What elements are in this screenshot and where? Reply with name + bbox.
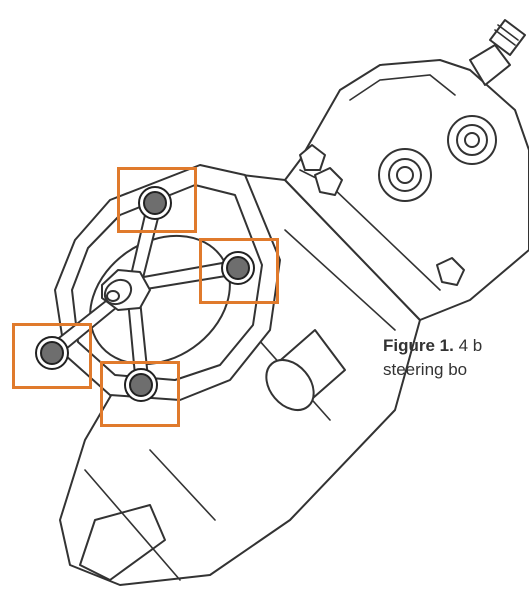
- housing-bolt-top: [299, 144, 326, 171]
- body-contour-4: [84, 469, 181, 581]
- caption-text-1: 4 b: [458, 336, 483, 355]
- adjuster-stud-tip: [106, 290, 120, 302]
- cover-bolt-top: [138, 186, 172, 220]
- caption-line-1: Figure 1. 4 b: [383, 334, 529, 358]
- port-ring-right-core: [464, 132, 480, 148]
- port-ring-left-core: [396, 166, 414, 184]
- cover-bolt-bottom: [124, 368, 158, 402]
- caption-label: Figure 1.: [383, 336, 454, 355]
- body-contour-1: [284, 229, 396, 331]
- cover-bolt-right: [221, 251, 255, 285]
- bolt-highlight-top: [117, 167, 197, 233]
- figure-caption: Figure 1. 4 b steering bo: [383, 334, 529, 382]
- housing-bolt-right: [436, 257, 465, 286]
- bolt-highlight-left: [12, 323, 92, 389]
- bolt-highlight-right: [199, 238, 279, 304]
- cover-bolt-left: [35, 336, 69, 370]
- mounting-tab: [79, 504, 166, 581]
- caption-line-2: steering bo: [383, 360, 468, 379]
- body-contour-3: [149, 449, 216, 521]
- upper-fitting-thread: [494, 24, 519, 46]
- bolt-highlight-bottom: [100, 361, 180, 427]
- housing-bolt-mid: [314, 167, 343, 196]
- upper-fitting-body: [469, 44, 511, 86]
- side-port-opening: [265, 358, 315, 412]
- valve-housing-rib: [349, 74, 456, 101]
